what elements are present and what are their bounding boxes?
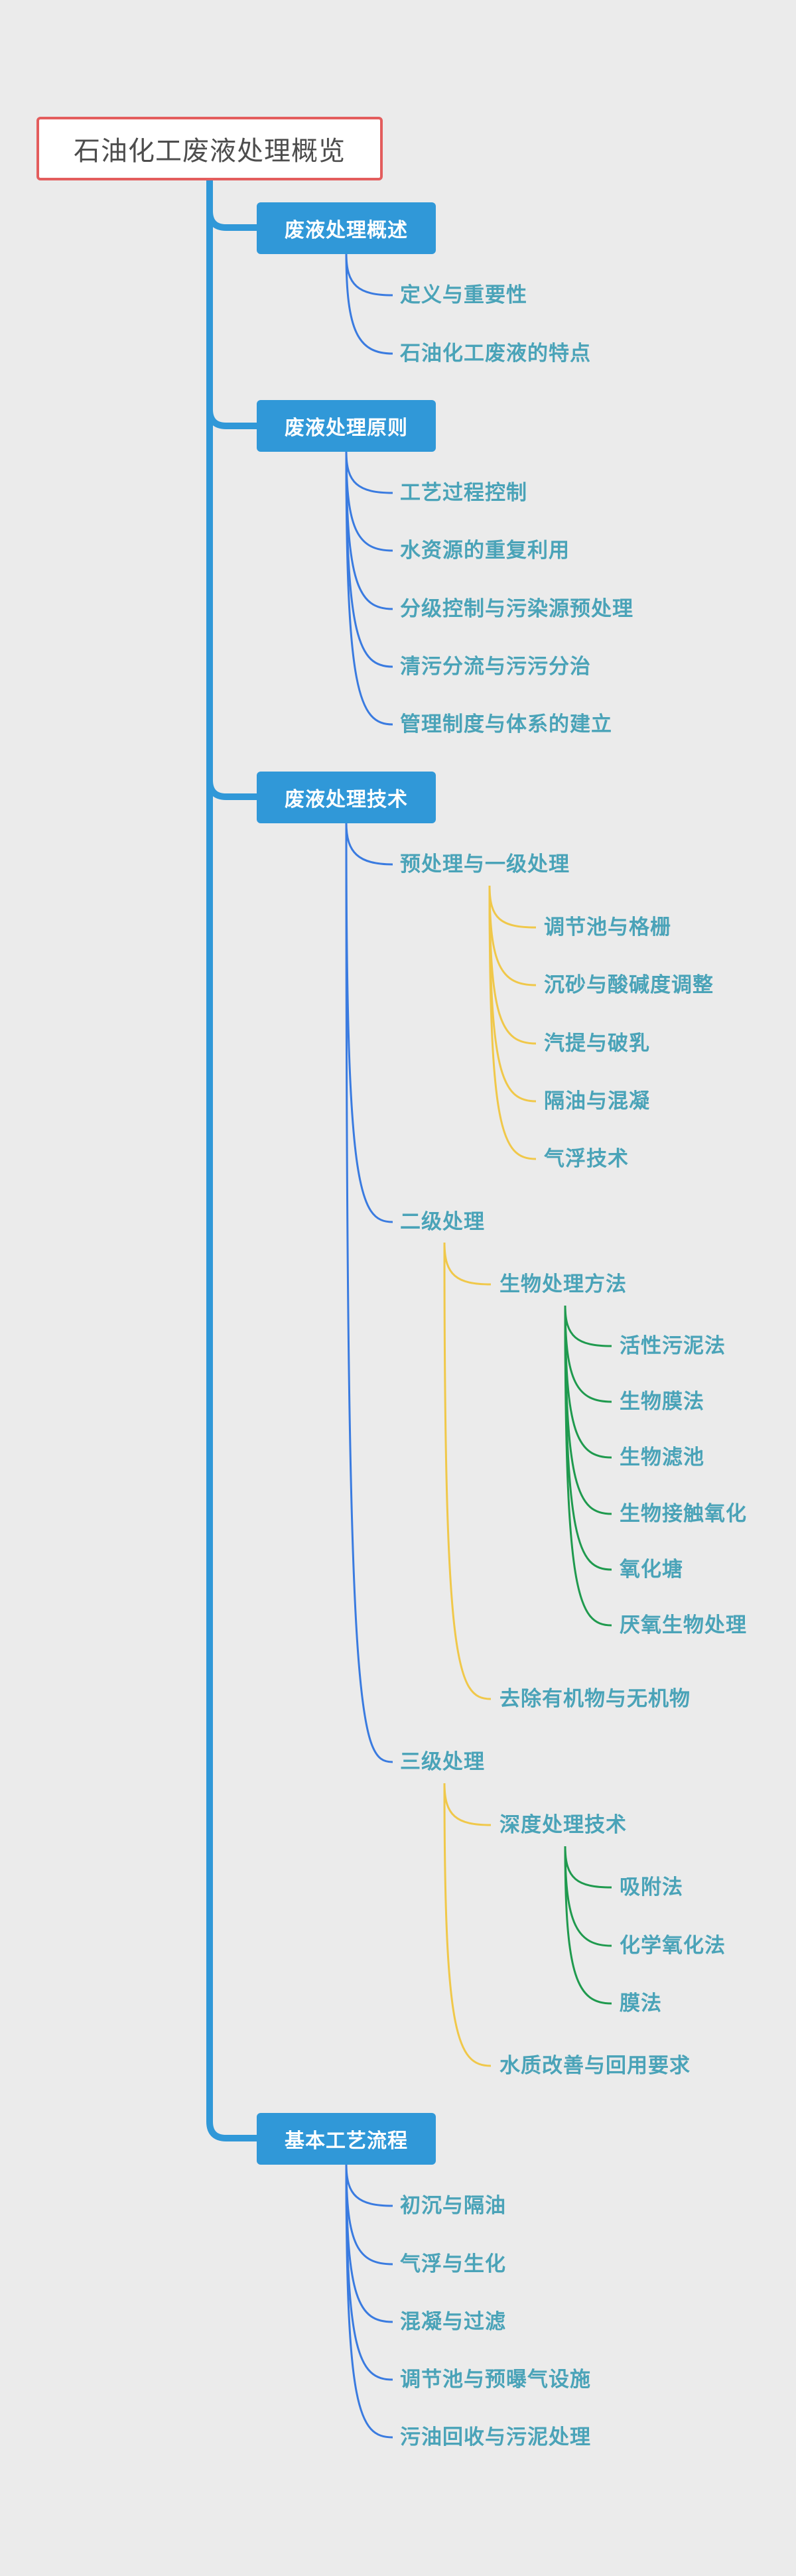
topic-node[interactable]: 工艺过程控制 [400, 481, 527, 505]
root-node[interactable]: 石油化工废液处理概览 [36, 117, 383, 180]
subtopic-node[interactable]: 水质改善与回用要求 [499, 2054, 691, 2078]
category-label: 基本工艺流程 [285, 2130, 408, 2153]
topic-node[interactable]: 混凝与过滤 [400, 2310, 506, 2334]
root-label: 石油化工废液处理概览 [74, 136, 346, 167]
detail-node[interactable]: 膜法 [620, 1992, 662, 2015]
topic-node-pretreatment[interactable]: 预处理与一级处理 [400, 852, 570, 876]
topic-node[interactable]: 定义与重要性 [400, 283, 527, 307]
detail-node[interactable]: 活性污泥法 [620, 1334, 726, 1358]
topic-node[interactable]: 分级控制与污染源预处理 [400, 597, 633, 621]
detail-node[interactable]: 生物滤池 [620, 1446, 704, 1469]
category-node-process-flow[interactable]: 基本工艺流程 [257, 2113, 436, 2165]
topic-node[interactable]: 石油化工废液的特点 [400, 342, 591, 366]
topic-node[interactable]: 管理制度与体系的建立 [400, 712, 612, 736]
category-label: 废液处理原则 [285, 417, 408, 440]
category-node-principles[interactable]: 废液处理原则 [257, 400, 436, 452]
trunk-lines [206, 178, 259, 2141]
detail-node[interactable]: 化学氧化法 [620, 1934, 726, 1958]
level3-lines [443, 885, 537, 2067]
topic-node[interactable]: 初沉与隔油 [400, 2194, 506, 2218]
category-label: 废液处理技术 [285, 788, 408, 811]
subtopic-node[interactable]: 调节池与格栅 [544, 915, 671, 939]
detail-node[interactable]: 吸附法 [620, 1875, 683, 1899]
topic-node[interactable]: 调节池与预曝气设施 [400, 2368, 591, 2392]
topic-node[interactable]: 气浮与生化 [400, 2252, 506, 2276]
subtopic-node[interactable]: 去除有机物与无机物 [499, 1687, 691, 1711]
level4-lines [564, 1305, 612, 2005]
detail-node[interactable]: 厌氧生物处理 [620, 1613, 747, 1637]
topic-node[interactable]: 污油回收与污泥处理 [400, 2425, 591, 2449]
subtopic-node[interactable]: 沉砂与酸碱度调整 [544, 973, 714, 997]
category-node-overview[interactable]: 废液处理概述 [257, 202, 436, 254]
subtopic-node-advanced[interactable]: 深度处理技术 [499, 1813, 627, 1837]
subtopic-node[interactable]: 气浮技术 [544, 1147, 629, 1171]
topic-node[interactable]: 清污分流与污污分治 [400, 655, 591, 679]
level2-lines [345, 253, 393, 2439]
topic-node-tertiary[interactable]: 三级处理 [400, 1750, 485, 1774]
subtopic-node-biological[interactable]: 生物处理方法 [499, 1272, 627, 1296]
subtopic-node[interactable]: 汽提与破乳 [544, 1032, 650, 1055]
category-node-technology[interactable]: 废液处理技术 [257, 772, 436, 823]
detail-node[interactable]: 氧化塘 [620, 1558, 683, 1582]
category-label: 废液处理概述 [285, 219, 408, 242]
detail-node[interactable]: 生物膜法 [620, 1390, 704, 1414]
topic-node[interactable]: 水资源的重复利用 [400, 539, 570, 563]
subtopic-node[interactable]: 隔油与混凝 [544, 1089, 650, 1113]
topic-node-secondary[interactable]: 二级处理 [400, 1210, 485, 1234]
detail-node[interactable]: 生物接触氧化 [620, 1502, 747, 1526]
